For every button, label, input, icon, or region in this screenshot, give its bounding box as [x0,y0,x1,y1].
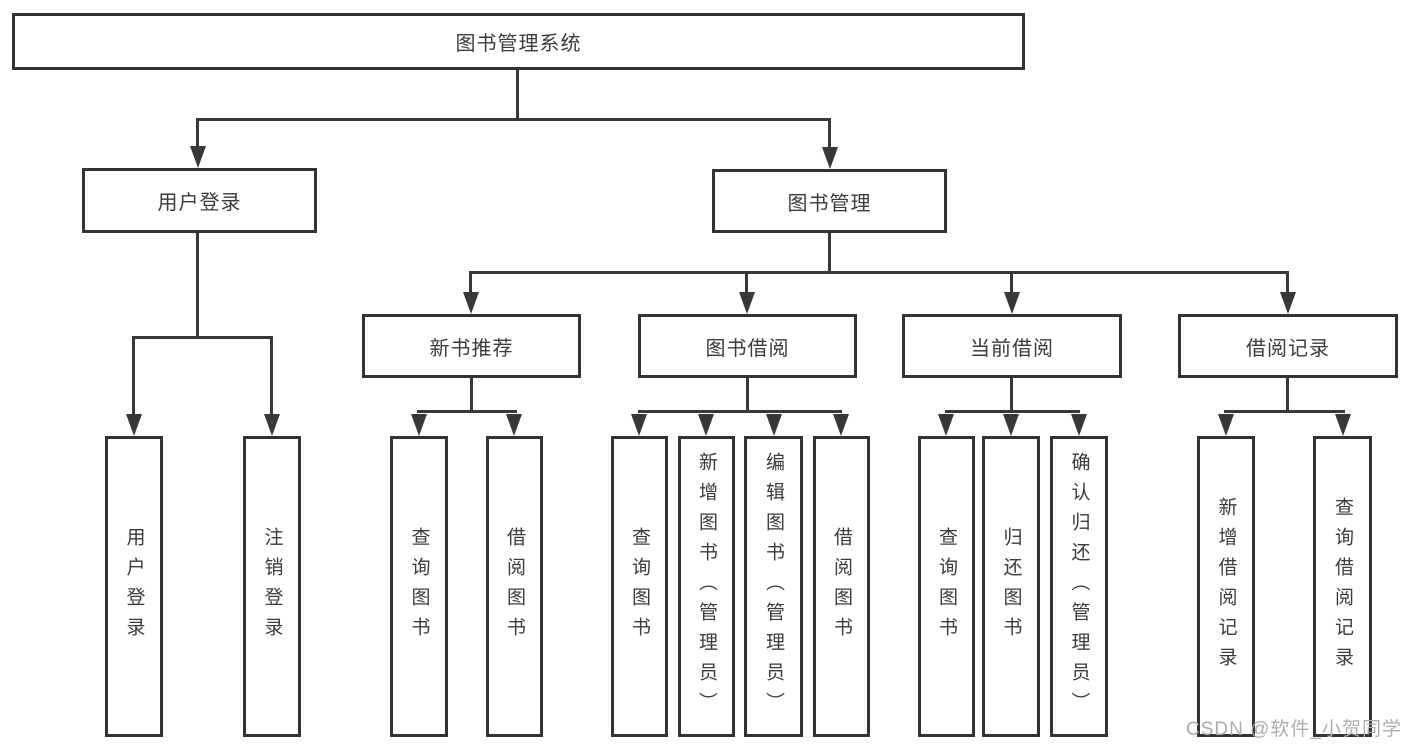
connector-line [270,339,273,417]
leaf-add-books-admin: 新增图书（管理员） [678,436,735,737]
node-book-borrowing: 图书借阅 [638,314,857,378]
leaf-label: 新增借阅记录 [1215,496,1237,677]
arrow-down-icon [1004,292,1020,314]
leaf-label: 注销登录 [261,526,283,647]
arrow-down-icon [1003,414,1019,436]
watermark: CSDN @软件_小贺同学 [1186,719,1402,740]
arrow-down-icon [264,414,280,436]
arrow-down-icon [1071,414,1087,436]
connector-line [1224,410,1345,413]
arrow-down-icon [938,414,954,436]
connector-line [828,233,831,274]
arrow-down-icon [766,414,782,436]
connector-line [196,233,199,338]
arrow-down-icon [463,292,479,314]
leaf-label: 借阅图书 [504,526,525,647]
arrow-down-icon [822,147,838,169]
node-user-login: 用户登录 [82,168,317,233]
leaf-borrow-books-recommend: 借阅图书 [486,436,543,737]
connector-line [196,121,199,149]
leaf-logout: 注销登录 [243,436,301,737]
arrow-down-icon [698,414,714,436]
leaf-label: 查询图书 [936,526,957,647]
connector-line [1286,274,1289,294]
leaf-borrow-books: 借阅图书 [813,436,870,737]
leaf-query-books-borrowing: 查询图书 [611,436,668,737]
arrow-down-icon [1280,292,1296,314]
leaf-label: 借阅图书 [831,526,852,647]
leaf-query-books-current: 查询图书 [918,436,975,737]
arrow-down-icon [126,414,142,436]
connector-line [945,410,1080,413]
connector-line [132,339,135,417]
connector-line [1286,378,1289,412]
leaf-return-books: 归还图书 [982,436,1040,737]
node-borrow-records: 借阅记录 [1178,314,1398,378]
connector-line [196,118,831,121]
leaf-query-borrow-record: 查询借阅记录 [1313,436,1372,737]
leaf-label: 编辑图书（管理员） [763,451,784,722]
connector-line [745,274,748,294]
leaf-label: 确认归还（管理员） [1068,451,1090,722]
node-book-management: 图书管理 [712,169,947,233]
connector-line [469,271,1289,274]
arrow-down-icon [833,414,849,436]
connector-line [1010,274,1013,294]
arrow-down-icon [190,146,206,168]
leaf-label: 归还图书 [1000,526,1022,647]
node-new-book-recommend: 新书推荐 [362,314,581,378]
leaf-label: 查询图书 [408,526,430,647]
leaf-query-books-recommend: 查询图书 [390,436,448,737]
leaf-edit-books-admin: 编辑图书（管理员） [744,436,803,737]
arrow-down-icon [1335,414,1351,436]
connector-line [828,121,831,149]
arrow-down-icon [506,414,522,436]
leaf-label: 查询借阅记录 [1332,496,1353,677]
leaf-confirm-return-admin: 确认归还（管理员） [1050,436,1108,737]
connector-line [516,70,519,118]
leaf-label: 查询图书 [629,526,650,647]
arrow-down-icon [411,414,427,436]
connector-line [469,274,472,294]
arrow-down-icon [631,414,647,436]
connector-line [1010,378,1013,412]
node-library-management-system: 图书管理系统 [12,13,1025,70]
connector-line [417,410,517,413]
leaf-user-login: 用户登录 [105,436,163,737]
connector-line [746,378,749,412]
arrow-down-icon [739,292,755,314]
leaf-label: 新增图书（管理员） [696,451,717,722]
node-current-borrowing: 当前借阅 [902,314,1122,378]
leaf-label: 用户登录 [123,526,145,647]
connector-line [132,336,273,339]
connector-line [638,410,842,413]
connector-line [470,378,473,412]
arrow-down-icon [1218,414,1234,436]
leaf-add-borrow-record: 新增借阅记录 [1197,436,1255,737]
